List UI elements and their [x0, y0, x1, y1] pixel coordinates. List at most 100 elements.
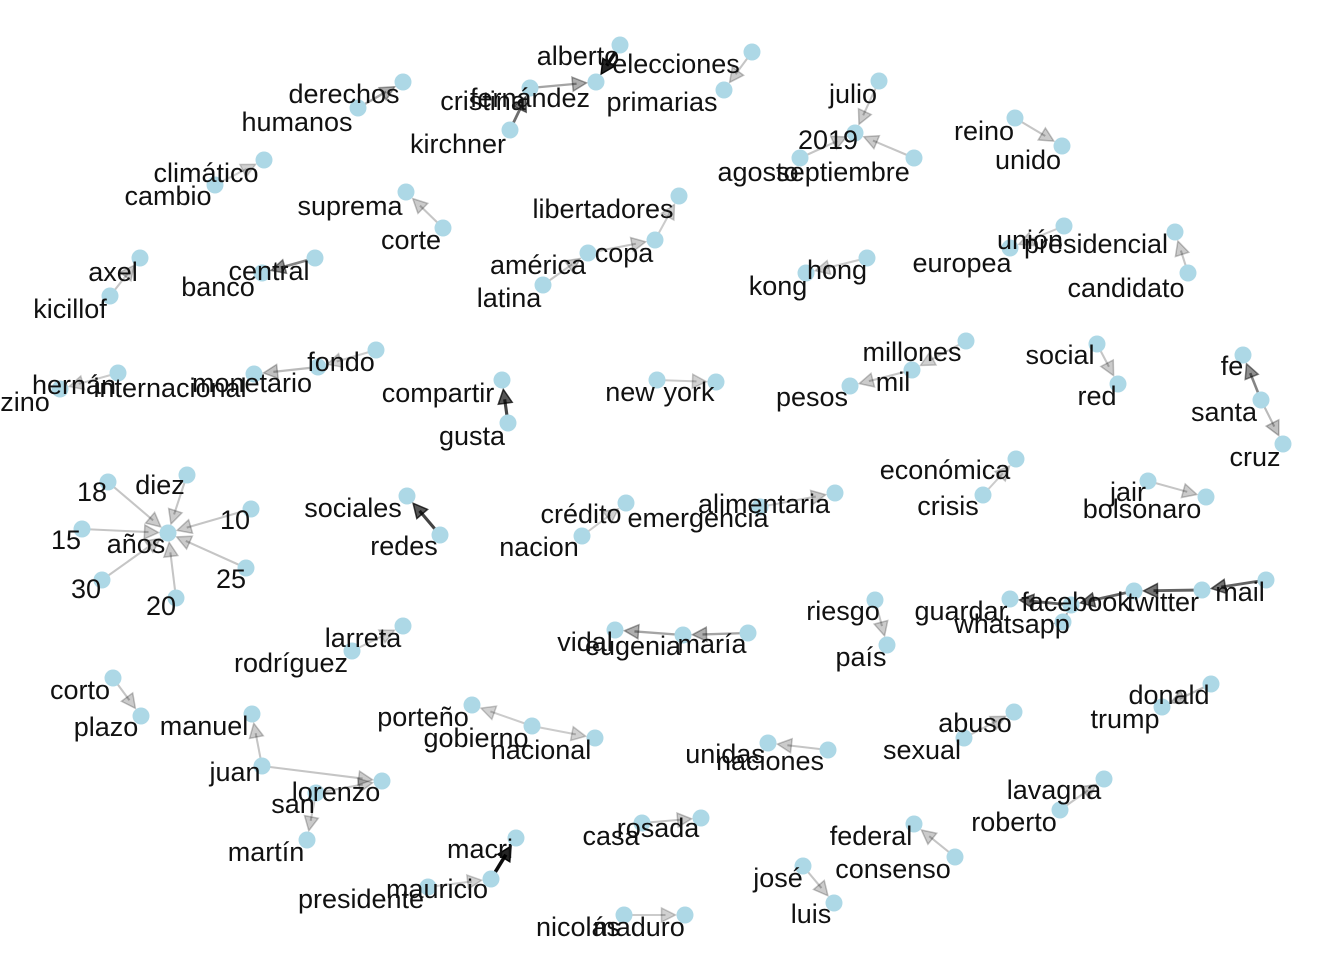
node-label-gobierno: gobierno — [423, 723, 528, 753]
node-alimentaria — [826, 484, 844, 502]
node-agosto — [791, 149, 809, 167]
node-n10 — [242, 500, 260, 518]
node-label-fe: fe — [1221, 351, 1244, 381]
node-label-lorenzo: lorenzo — [292, 777, 381, 807]
edge-arrowhead — [167, 507, 184, 526]
node-trump — [1153, 698, 1171, 716]
node-corto — [104, 669, 122, 687]
node-facebook — [1062, 596, 1080, 614]
node-europea — [1001, 239, 1019, 257]
node-n18 — [99, 473, 117, 491]
node-suprema — [397, 183, 415, 201]
edge-arrowhead — [1169, 689, 1188, 705]
edge-candidato-presidencial — [1174, 239, 1191, 274]
node-label-axel: axel — [88, 257, 138, 287]
node-label-nicolas: nicolás — [536, 912, 620, 942]
edge-arrowhead — [248, 721, 265, 740]
node-label-fondo: fondo — [307, 347, 375, 377]
node-label-whatsapp: whatsapp — [953, 609, 1070, 639]
node-label-gusta: gusta — [439, 421, 506, 451]
edge-arrowhead — [1141, 582, 1159, 599]
edge-arrowhead — [1036, 126, 1056, 142]
node-america — [579, 244, 597, 262]
edge-arrowhead — [829, 135, 848, 151]
node-santa — [1252, 391, 1270, 409]
node-label-consenso: consenso — [835, 854, 951, 884]
edge-arrowhead — [691, 372, 709, 390]
node-label-naciones: naciones — [716, 746, 824, 776]
edge-arrowhead — [325, 352, 344, 369]
node-label-maria: maría — [677, 629, 747, 659]
edge-arrowhead — [175, 518, 194, 535]
node-label-redes: redes — [370, 531, 438, 561]
node-label-manuel: manuel — [160, 711, 249, 741]
node-cristina — [521, 79, 539, 97]
node-sexual — [955, 729, 973, 747]
node-label-jose: josé — [752, 863, 803, 893]
node-label-union: unión — [997, 225, 1063, 255]
edge-arrowhead — [857, 107, 873, 126]
node-label-economica: económica — [880, 455, 1012, 485]
node-label-porteno: porteño — [377, 702, 469, 732]
node-consenso — [946, 848, 964, 866]
edge-arrowhead — [1209, 578, 1228, 595]
node-label-n20: 20 — [146, 591, 176, 621]
node-mail — [1193, 581, 1211, 599]
node-new — [648, 371, 666, 389]
node-unido — [1053, 137, 1071, 155]
edge-arrowhead — [918, 351, 938, 367]
edge-arrowhead — [1079, 783, 1098, 800]
node-vidal — [606, 621, 624, 639]
node-social — [1088, 335, 1106, 353]
node-pais — [878, 636, 896, 654]
node-label-eugenia: eugenia — [585, 631, 682, 661]
node-economica — [1007, 450, 1025, 468]
node-fernandez — [587, 73, 605, 91]
node-n20 — [167, 589, 185, 607]
node-label-suprema: suprema — [297, 191, 403, 221]
node-label-bolsonaro: bolsonaro — [1083, 494, 1202, 524]
edge-arrowhead — [175, 535, 194, 551]
node-candidato — [1179, 264, 1197, 282]
node-label-cambio: cambio — [124, 181, 211, 211]
node-latina — [534, 276, 552, 294]
edge-arrowhead — [622, 623, 640, 640]
node-donald — [1202, 675, 1220, 693]
edge-line — [107, 481, 154, 522]
edge-line — [101, 543, 153, 581]
node-y2019 — [846, 124, 864, 142]
node-riesgo — [866, 591, 884, 609]
node-reino — [1006, 109, 1024, 127]
node-nicolas — [615, 906, 633, 924]
node-label-trump: trump — [1090, 704, 1159, 734]
edge-line — [186, 508, 252, 529]
node-label-kirchner: kirchner — [410, 129, 506, 159]
node-label-alberto: alberto — [537, 41, 620, 71]
node-lorenza — [51, 380, 69, 398]
edge-n25-anos — [175, 535, 247, 569]
node-juan — [253, 757, 271, 775]
node-label-pais: país — [835, 642, 886, 672]
node-label-septiembre: septiembre — [776, 157, 910, 187]
node-san — [307, 784, 325, 802]
node-label-reino: reino — [954, 116, 1014, 146]
node-luis — [825, 894, 843, 912]
node-label-credito: crédito — [540, 499, 621, 529]
edge-arrowhead — [412, 501, 429, 520]
node-label-monetario: monetario — [192, 368, 312, 398]
node-plazo — [132, 707, 150, 725]
node-label-federal: federal — [830, 821, 913, 851]
edge-arrowhead — [261, 363, 279, 380]
node-label-latina: latina — [477, 283, 543, 313]
node-label-alimentaria: alimentaria — [698, 489, 831, 519]
node-label-elecciones: elecciones — [612, 49, 740, 79]
edge-arrowhead — [238, 163, 258, 179]
node-label-martin: martín — [228, 837, 305, 867]
node-label-internacional: internacional — [93, 373, 246, 403]
edge-arrowhead — [1174, 239, 1191, 258]
node-label-corto: corto — [50, 675, 110, 705]
node-label-sociales: sociales — [304, 493, 402, 523]
node-label-jair: jair — [1109, 477, 1146, 507]
edge-arrowhead — [676, 811, 694, 829]
